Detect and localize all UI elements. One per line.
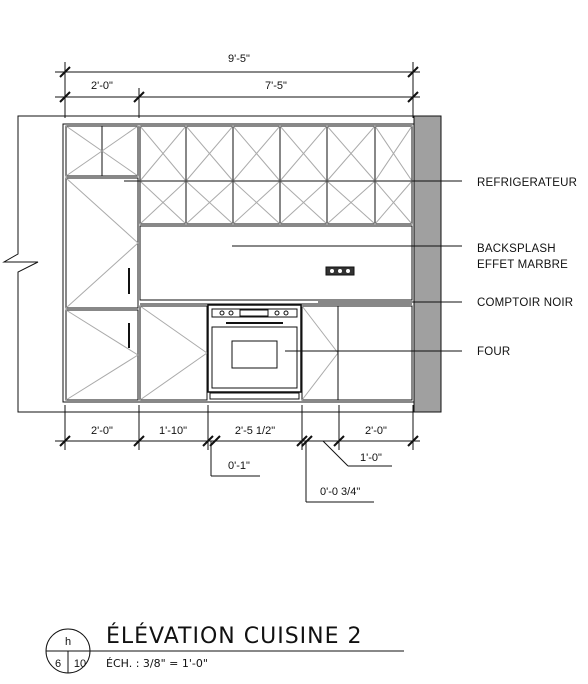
outlet-icon: [325, 266, 355, 276]
dim-bottom-oven: 2'-5 1/2": [235, 425, 275, 437]
section-dimension: [55, 88, 420, 118]
oven: [207, 304, 302, 400]
bottom-dimension: [55, 405, 420, 503]
label-oven: FOUR: [477, 346, 510, 358]
dim-overall: 9'-5": [228, 53, 250, 65]
dim-bottom-fridge: 2'-0": [91, 425, 113, 437]
dim-bottom-cabinet: 1'-10": [159, 425, 187, 437]
label-refrigerator: REFRIGERATEUR: [477, 177, 577, 189]
drawing-scale: ÉCH. : 3/8" = 1'-0": [106, 657, 208, 670]
backsplash: [139, 225, 413, 301]
base-cabinet-right: [301, 305, 413, 401]
bubble-sheet-right: 10: [74, 658, 86, 670]
dim-gap-left: 0'-1": [228, 460, 250, 472]
label-backsplash-finish: EFFET MARBRE: [477, 259, 568, 271]
bubble-letter: h: [65, 636, 71, 648]
label-backsplash: BACKSPLASH: [477, 243, 556, 255]
overall-dimension: [55, 62, 420, 118]
upper-left-cabinets: [65, 125, 139, 177]
wall-outline: [2, 115, 413, 413]
dim-gap-oven: 0'-0 3/4": [320, 486, 360, 498]
bubble-sheet-left: 6: [55, 658, 61, 670]
side-wall: [413, 115, 442, 413]
dim-gap-right: 1'-0": [360, 452, 382, 464]
callout-leaders: [124, 180, 462, 352]
title-block: [45, 628, 404, 674]
fridge-lower-door: [65, 309, 139, 401]
countertop: [140, 299, 412, 305]
label-countertop: COMPTOIR NOIR: [477, 297, 573, 309]
dim-bottom-right: 2'-0": [365, 425, 387, 437]
dim-left-section: 2'-0": [91, 80, 113, 92]
fridge-upper-door: [65, 177, 139, 309]
dim-right-section: 7'-5": [265, 80, 287, 92]
base-cabinet-left: [139, 305, 208, 401]
upper-wall-cabinets: [139, 125, 413, 225]
drawing-title: ÉLÉVATION CUISINE 2: [106, 623, 363, 649]
